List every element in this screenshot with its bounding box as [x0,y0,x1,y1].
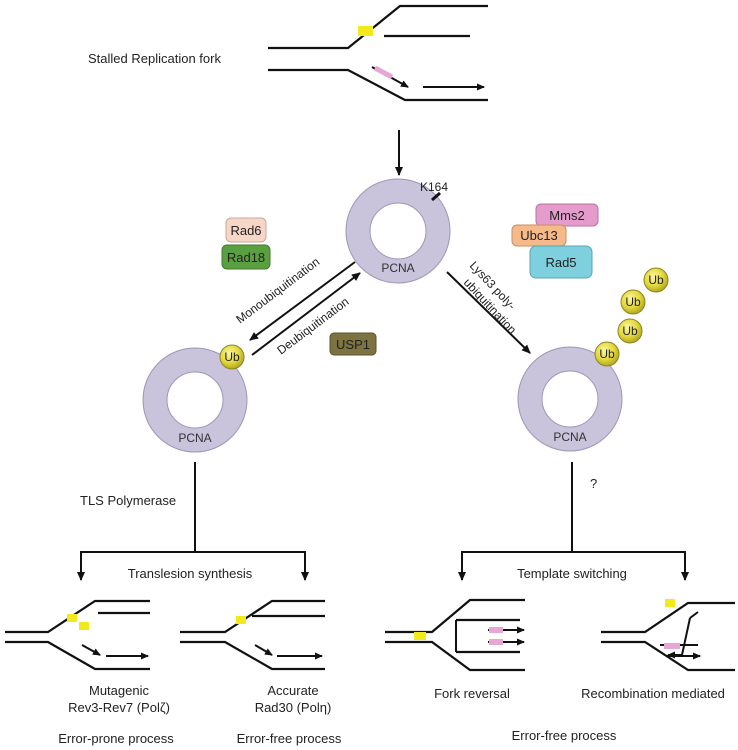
pcna-ring-right: PCNA [517,346,623,452]
pcna-label-center: PCNA [381,261,414,275]
rad18-box: Rad18 [221,244,271,270]
ubiquitin-mono: Ub [219,344,245,370]
translesion-synthesis-label: Translesion synthesis [128,566,253,581]
svg-text:Ub: Ub [648,273,664,287]
pcna-label-right: PCNA [553,430,586,444]
rad5-box: Rad5 [529,245,593,279]
pcna-ring-center: PCNA [345,178,451,284]
svg-text:USP1: USP1 [336,337,370,352]
stalled-fork-dna [268,4,488,102]
k164-label: K164 [420,180,448,194]
lesion-marker [358,26,373,36]
svg-text:Rad6: Rad6 [230,223,261,238]
svg-text:Rad18: Rad18 [227,250,265,265]
stalled-fork-label: Stalled Replication fork [88,51,221,66]
recombination-mediated-label: Recombination mediated [581,686,725,701]
ubc13-box: Ubc13 [511,224,567,247]
template-switching-branch [458,462,689,581]
svg-text:Ub: Ub [599,347,615,361]
fork-accurate [180,599,325,671]
tls-polymerase-label: TLS Polymerase [80,493,176,508]
question-mark-label: ? [590,476,597,491]
accurate-label-line1: Accurate [267,683,318,698]
svg-text:Ub: Ub [622,324,638,338]
monoubiquitination-arrow [249,261,356,341]
error-free-process-label-2: Error-free process [512,728,617,743]
template-switching-label: Template switching [517,566,627,581]
svg-text:Ub: Ub [625,295,641,309]
svg-text:Rad5: Rad5 [545,255,576,270]
pcna-ring-left: PCNA [142,347,248,453]
fork-reversal [385,598,525,672]
svg-text:Mms2: Mms2 [549,208,584,223]
lys63-polyubiquitination-arrow [446,271,531,354]
tls-branch [77,462,309,581]
error-free-process-label-1: Error-free process [237,731,342,746]
ubiquitin-chain: Ub Ub Ub Ub [594,267,669,367]
deubiquitination-arrow [251,272,361,356]
error-prone-process-label: Error-prone process [58,731,174,746]
fork-mutagenic [5,599,150,671]
usp1-box: USP1 [329,332,377,356]
k164-tick [431,191,441,202]
mutagenic-label-line1: Mutagenic [89,683,149,698]
primer-marker [373,65,394,80]
mms2-box: Mms2 [535,203,599,227]
accurate-label-line2: Rad30 (Polη) [255,700,332,715]
fork-reversal-label: Fork reversal [434,686,510,701]
fork-recombination [601,599,735,672]
svg-text:Ub: Ub [224,350,240,364]
svg-text:Ubc13: Ubc13 [520,228,558,243]
mutagenic-label-line2: Rev3-Rev7 (Polζ) [68,700,170,715]
rad6-box: Rad6 [225,217,267,243]
pcna-label-left: PCNA [178,431,211,445]
